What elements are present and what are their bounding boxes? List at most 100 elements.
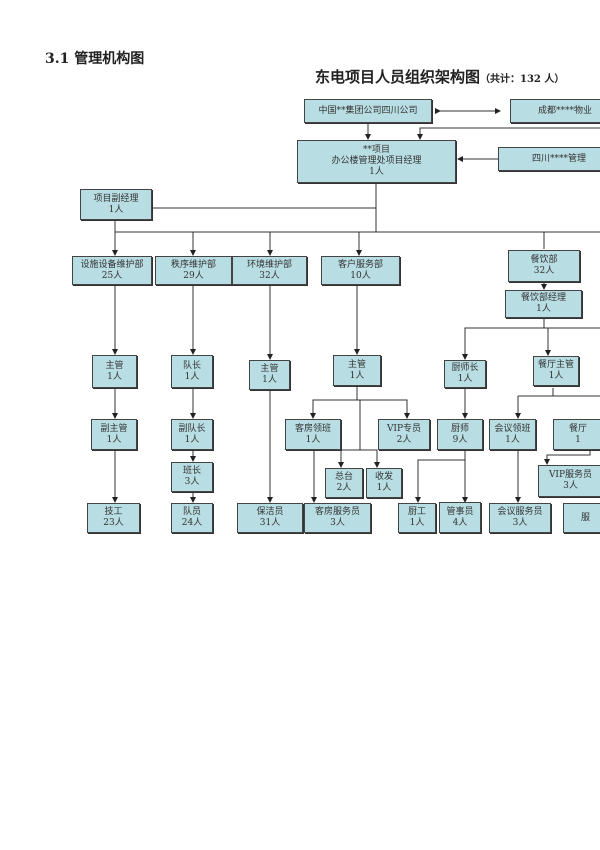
box-count: 3人 [184, 477, 200, 487]
box-count: 1人 [369, 167, 384, 177]
section-heading: 3.1 管理机构图 [45, 51, 145, 67]
box-label: VIP专员 [386, 423, 422, 434]
box-count: 3人 [512, 518, 528, 528]
box-count: 9人 [452, 434, 468, 445]
box-label: 餐饮部经理 [520, 293, 566, 303]
box-label: 主管 [260, 364, 279, 374]
box-label: 设施设备维护部 [80, 259, 144, 270]
box-label: 收发 [374, 472, 393, 482]
box-count: 1人 [349, 370, 365, 381]
box-count: 23人 [103, 518, 124, 528]
box-count: 32人 [259, 270, 280, 281]
box-label: 管事员 [446, 506, 474, 517]
box-label: 主管 [347, 359, 366, 370]
box-label: 项目副经理 [93, 193, 139, 204]
box-label: 副队长 [178, 423, 206, 434]
box-label: 会议服务员 [497, 507, 543, 517]
box-label: 秩序维护部 [170, 259, 216, 270]
box-label: 会议领班 [494, 423, 531, 434]
box-label: 服 [580, 512, 590, 523]
box-label: VIP服务员 [548, 470, 593, 480]
box-label: 队员 [182, 507, 201, 517]
box-count: 1人 [409, 518, 425, 528]
box-label: 餐饮部 [530, 255, 558, 265]
box-count: 1人 [536, 304, 551, 314]
box-group-company: 中国**集团公司四川公司 [304, 99, 432, 123]
box-label: 办公楼管理处项目经理 [331, 156, 422, 166]
box-label: 厨师长 [451, 363, 479, 373]
box-label: 班长 [182, 466, 201, 476]
box-count: 3人 [563, 481, 578, 491]
box-label: **项目 [362, 145, 390, 155]
chart-title-text: 东电项目人员组织架构图 [315, 68, 481, 86]
box-count: 1人 [106, 434, 122, 445]
chart-total: （共计：132 人） [480, 74, 565, 85]
box-attendant: 服 [563, 503, 600, 533]
box-label: 副主管 [100, 423, 128, 434]
box-label: 餐厅主管 [537, 360, 574, 370]
box-count: 1人 [505, 434, 520, 445]
box-count: 3人 [330, 518, 345, 528]
box-sichuan-management: 四川****管理 [498, 147, 600, 171]
box-count: 1人 [548, 371, 564, 381]
box-count: 1人 [457, 374, 473, 384]
box-count: 2人 [396, 434, 412, 445]
box-label: 厨工 [407, 507, 426, 517]
box-count: 2人 [336, 483, 352, 493]
box-label: 中国**集团公司四川公司 [318, 105, 418, 116]
box-label: 餐厅 [568, 423, 587, 434]
box-count: 1人 [376, 483, 392, 493]
box-label: 主管 [105, 360, 124, 371]
box-label: 客户服务部 [337, 259, 383, 270]
box-label: 技工 [104, 507, 123, 517]
box-label: 队长 [182, 360, 201, 371]
box-label: 厨师 [450, 423, 469, 434]
box-count: 24人 [181, 518, 203, 528]
box-count: 1人 [184, 434, 200, 445]
box-label: 保洁员 [256, 507, 284, 517]
box-label: 环境维护部 [246, 259, 292, 270]
box-label: 成都****物业 [537, 105, 592, 116]
box-chengdu-property: 成都****物业 [510, 99, 600, 123]
box-count: 1人 [305, 434, 321, 445]
box-count: 1 [575, 434, 581, 445]
box-label: 总台 [334, 472, 353, 482]
box-count: 32人 [533, 266, 555, 276]
box-label: 四川****管理 [531, 153, 586, 164]
box-count: 4人 [452, 517, 468, 528]
box-count: 31人 [259, 518, 281, 528]
box-count: 10人 [350, 270, 371, 281]
box-label: 客房服务员 [314, 507, 360, 517]
box-count: 1人 [184, 371, 200, 382]
box-count: 29人 [183, 270, 204, 281]
